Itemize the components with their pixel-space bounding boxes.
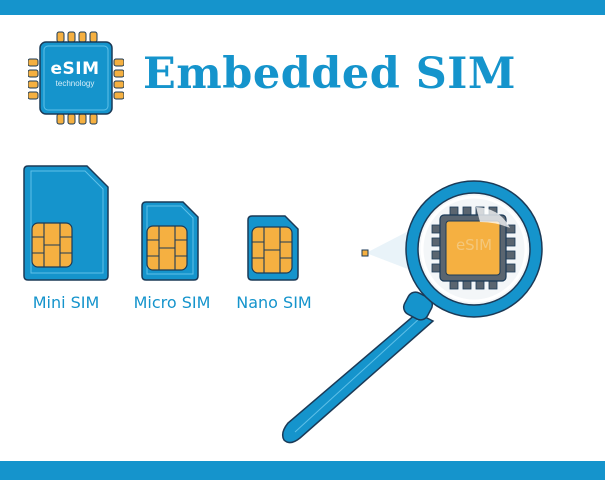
chip-icon: [27, 31, 125, 125]
bottom-banner-bar: [0, 461, 605, 480]
magnifier-lens: [405, 180, 543, 318]
sim-chip-contacts: [251, 226, 293, 274]
mini-sim-label: Mini SIM: [32, 293, 100, 312]
micro-sim-label: Micro SIM: [133, 293, 211, 312]
esim-logo: [27, 30, 125, 126]
micro-sim-card: [141, 201, 199, 286]
sim-chip-contacts: [31, 222, 73, 268]
page-title: Embedded SIM: [143, 49, 516, 99]
logo-subtitle: technology: [55, 79, 95, 88]
lens-glare: [476, 207, 510, 228]
sim-card-icon: [23, 165, 109, 281]
sim-chip-contacts: [146, 225, 188, 271]
magnified-esim-chip: [431, 206, 516, 290]
magnifier-handle: [281, 291, 435, 444]
magnified-esim-label: eSIM: [455, 236, 493, 254]
sim-card-icon: [247, 215, 299, 281]
nano-sim-label: Nano SIM: [236, 293, 312, 312]
nano-sim-card: [247, 215, 299, 286]
tiny-esim-chip: [361, 249, 369, 257]
top-banner-bar: [0, 0, 605, 15]
mini-sim-card: [23, 165, 109, 286]
sim-card-icon: [141, 201, 199, 281]
logo-text: eSIM: [50, 59, 100, 79]
